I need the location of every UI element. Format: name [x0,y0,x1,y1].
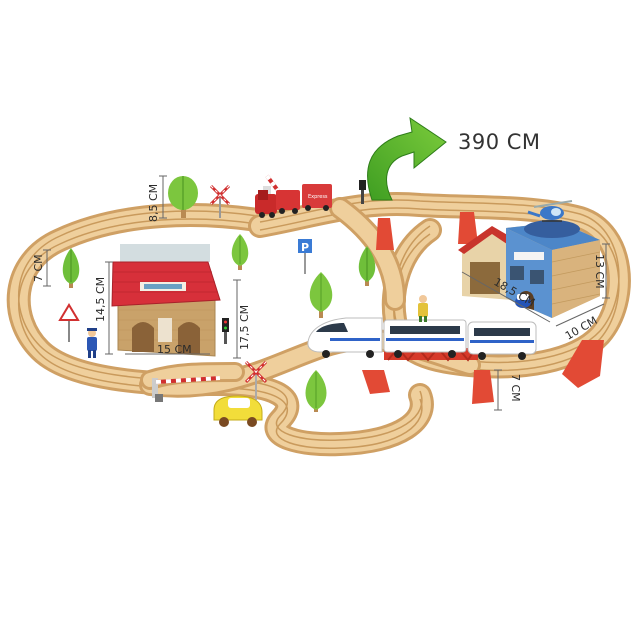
svg-text:Express: Express [308,194,328,200]
svg-text:13 CM: 13 CM [593,254,606,289]
yellow-car [213,395,263,427]
wooden-track [6,192,631,457]
crossing-sign-bottom-icon [244,360,268,400]
red-ramp-right [472,340,604,404]
red-pier-top [376,212,478,250]
dim-station-width: 15 CM [125,343,210,356]
tree-bottom [305,370,327,412]
parking-sign-icon: P [298,239,312,274]
freight-train: Express [255,184,332,218]
length-callout: 390 CM [367,116,541,201]
dim-tree-height: 8,5 CM [147,175,167,222]
barrier-bottom-left [152,376,221,402]
svg-text:17,5 CM: 17,5 CM [238,305,251,350]
garage-building [458,200,601,318]
tree-station [231,234,249,270]
tree-top-left [168,176,198,218]
tree-center-right [358,246,376,286]
yellow-figure [418,295,428,322]
curved-arrow-icon [367,116,447,201]
svg-text:8,5 CM: 8,5 CM [147,184,160,222]
svg-text:15 CM: 15 CM [157,343,192,356]
dim-station-height: 14,5 CM [94,261,113,355]
tree-left-small [62,248,80,288]
station-building [111,244,221,357]
tree-center [309,272,333,318]
svg-text:7 CM: 7 CM [509,374,522,402]
police-figure [87,328,97,358]
svg-text:P: P [301,241,309,254]
station-signal-icon [222,318,229,344]
dim-bridge-height: 7 CM [494,369,522,411]
dim-station-total-height: 17,5 CM [233,279,251,359]
warning-sign-icon [58,303,80,342]
high-speed-train [307,317,537,360]
red-ramp-left [362,370,390,394]
svg-text:7 CM: 7 CM [32,254,45,282]
svg-text:14,5 CM: 14,5 CM [94,277,107,322]
traffic-light-icon [359,180,366,204]
crossing-sign-icon [209,184,231,218]
dim-small-tree: 7 CM [32,249,51,287]
total-length-label: 390 CM [458,130,541,154]
dim-garage-height: 13 CM [593,243,610,299]
